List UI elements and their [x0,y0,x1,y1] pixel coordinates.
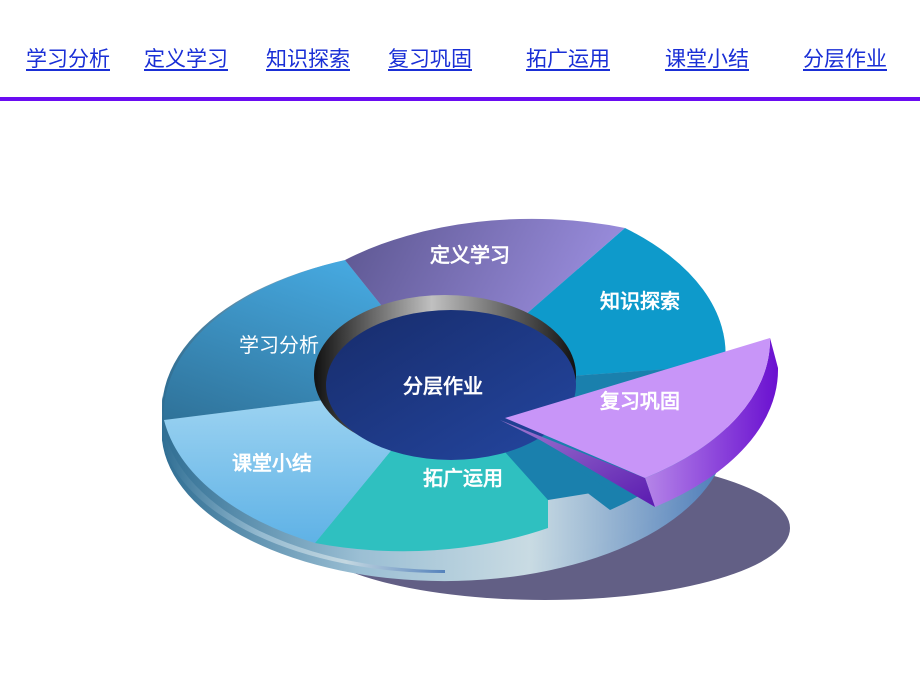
segment-review-consolidation[interactable] [500,338,779,507]
nav-link-extension-application[interactable]: 拓广运用 [526,47,610,71]
center-disc[interactable] [326,310,576,460]
nav-link-review-consolidation[interactable]: 复习巩固 [388,47,472,71]
nav-link-tiered-homework[interactable]: 分层作业 [803,47,887,71]
header-divider [0,97,920,101]
label-knowledge-exploration: 知识探索 [600,289,680,313]
nav-link-learning-analysis[interactable]: 学习分析 [26,47,110,71]
nav-link-definition-learning[interactable]: 定义学习 [144,47,228,71]
label-definition-learning: 定义学习 [430,243,510,267]
label-class-summary: 课堂小结 [232,451,312,475]
nav-link-class-summary[interactable]: 课堂小结 [665,47,749,71]
label-center-tiered-homework: 分层作业 [403,374,483,398]
label-extension-application: 拓广运用 [423,466,503,490]
nav-link-knowledge-exploration[interactable]: 知识探索 [266,47,350,71]
segment-extension-application[interactable] [315,385,548,552]
label-review-consolidation: 复习巩固 [599,389,680,413]
top-navigation: 学习分析 定义学习 知识探索 复习巩固 拓广运用 课堂小结 分层作业 [0,0,920,100]
label-learning-analysis: 学习分析 [239,333,319,357]
